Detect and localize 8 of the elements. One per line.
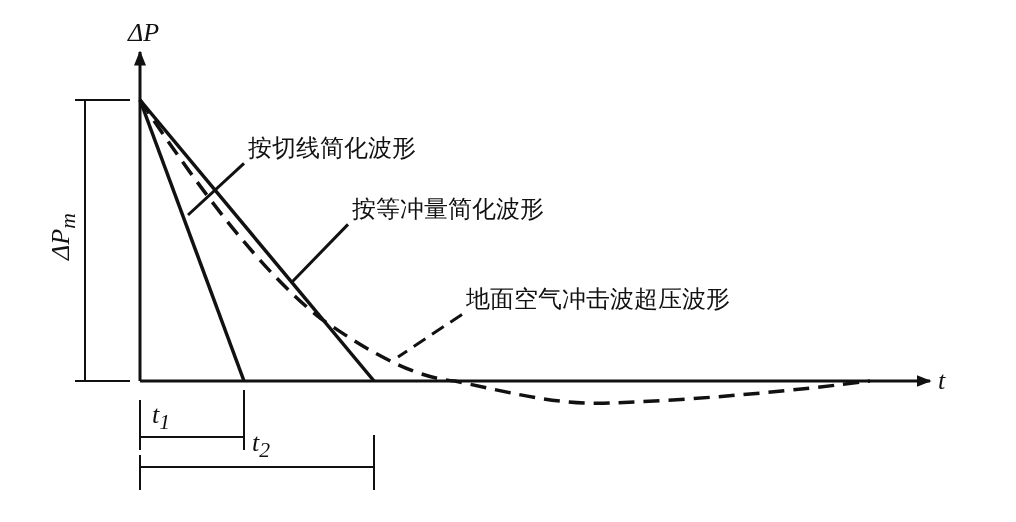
- axis-label: ΔP: [128, 20, 160, 46]
- dimension-label: t$_{1}$: [152, 402, 171, 434]
- overpressure-curve: [138, 99, 871, 405]
- leader-line: [397, 313, 463, 359]
- dimension-label: t$_{2}$: [252, 430, 271, 462]
- leader-line: [290, 223, 350, 284]
- axis-label: t: [938, 368, 946, 394]
- leader-line: [187, 162, 245, 217]
